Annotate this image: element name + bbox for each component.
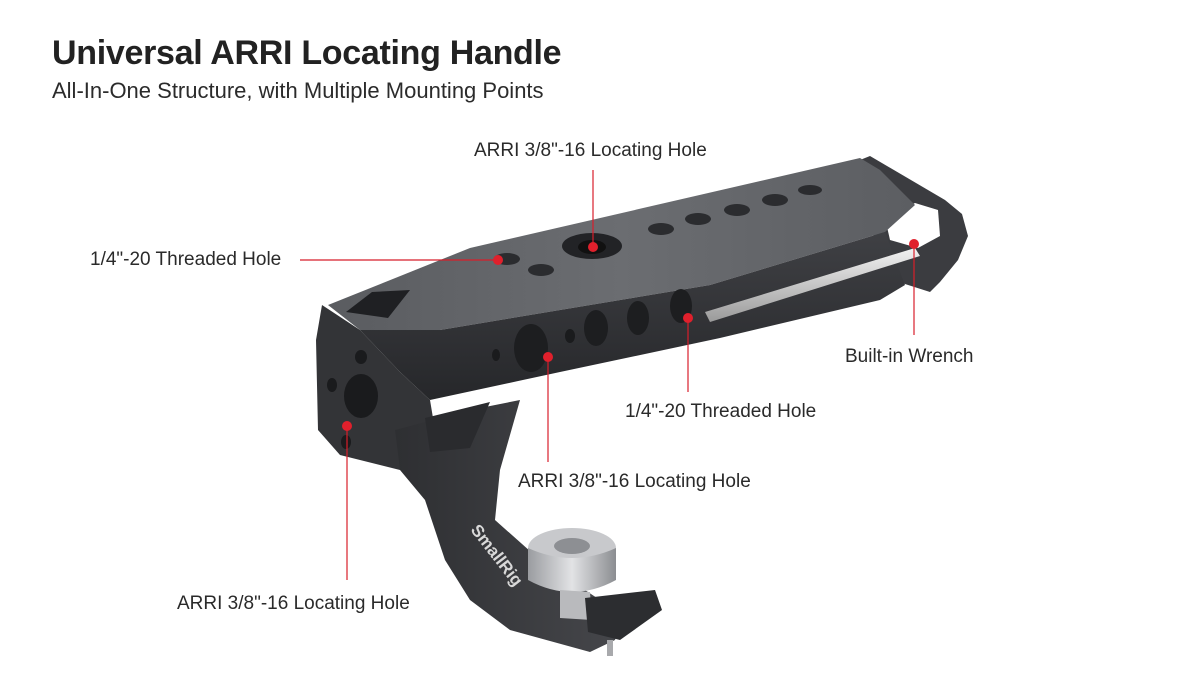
- clamp-knob-center: [554, 538, 590, 554]
- clamp-pin: [607, 640, 613, 656]
- callout-leaders: [300, 170, 915, 580]
- page-subtitle: All-In-One Structure, with Multiple Moun…: [52, 78, 544, 103]
- top-hole: [762, 194, 788, 206]
- page-title: Universal ARRI Locating Handle: [52, 34, 562, 72]
- callout-dot: [588, 242, 598, 252]
- top-hole: [648, 223, 674, 235]
- side-hole: [584, 310, 608, 346]
- callout-dot: [909, 239, 919, 249]
- side-small-hole: [492, 349, 500, 361]
- callout-dot: [543, 352, 553, 362]
- callout-front-locating-hole: ARRI 3/8"-16 Locating Hole: [177, 593, 410, 614]
- side-small-hole: [565, 329, 575, 343]
- rear-small-hole: [355, 350, 367, 364]
- callout-dot: [683, 313, 693, 323]
- callout-dot: [342, 421, 352, 431]
- callout-built-in-wrench: Built-in Wrench: [845, 346, 974, 367]
- arm-cutout: [425, 402, 490, 452]
- top-hole: [798, 185, 822, 195]
- side-hole: [627, 301, 649, 335]
- rear-slot: [346, 290, 410, 318]
- callout-dot: [493, 255, 503, 265]
- clamp-screw: [560, 590, 592, 620]
- top-hole: [685, 213, 711, 225]
- rear-locating-hole: [344, 374, 378, 418]
- rear-small-hole: [341, 435, 351, 449]
- callout-side-locating-hole: ARRI 3/8"-16 Locating Hole: [518, 471, 751, 492]
- clamp-plate: [585, 590, 662, 640]
- wrench-rod: [705, 248, 920, 322]
- callout-left-threaded-hole: 1/4"-20 Threaded Hole: [90, 249, 282, 270]
- callout-side-threaded-hole: 1/4"-20 Threaded Hole: [625, 401, 817, 422]
- callout-top-locating-hole: ARRI 3/8"-16 Locating Hole: [474, 140, 707, 161]
- top-hole: [528, 264, 554, 276]
- clamp-knob: [528, 548, 616, 592]
- rear-small-hole: [327, 378, 337, 392]
- top-hole: [724, 204, 750, 216]
- callout-markers: [342, 239, 919, 431]
- side-locating-hole: [514, 324, 548, 372]
